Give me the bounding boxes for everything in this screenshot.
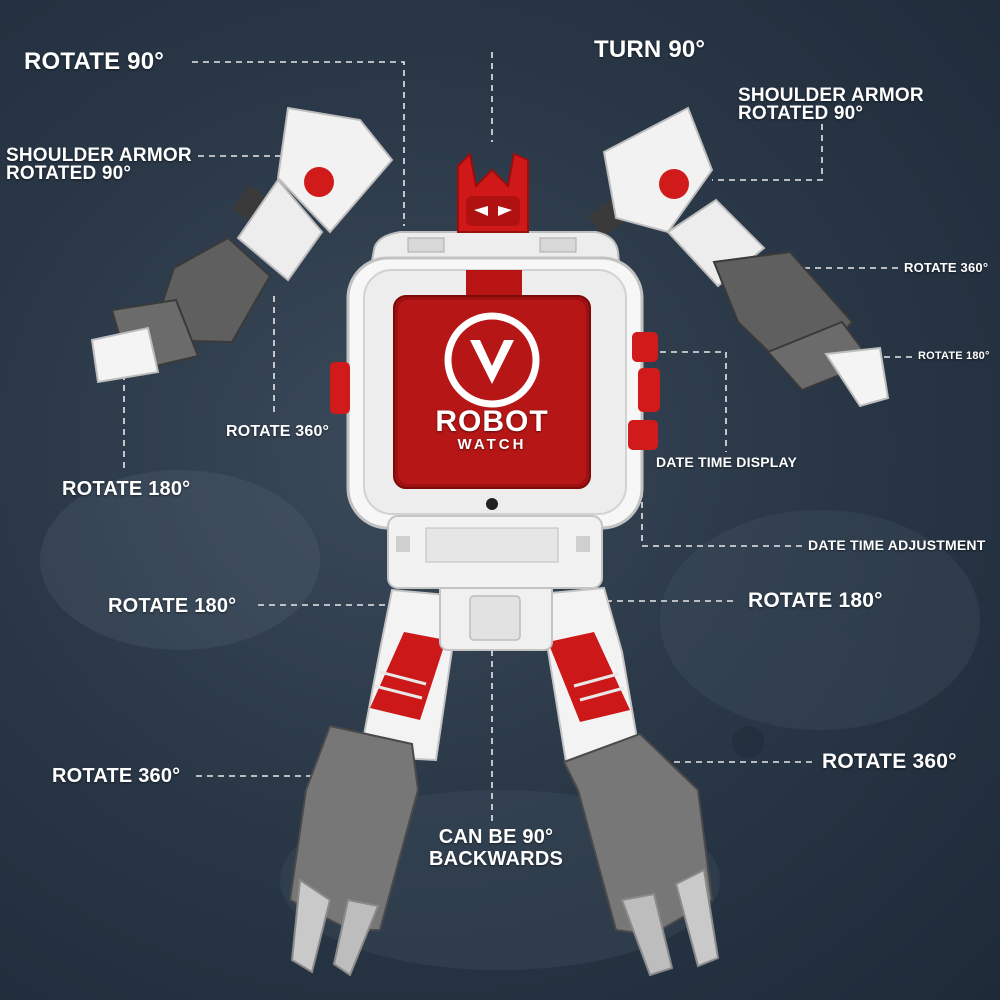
- left-crown-button: [330, 362, 350, 414]
- label-shoulder-left-line2: ROTATED 90°: [6, 163, 132, 184]
- line-shoulder-right: [712, 124, 823, 181]
- label-shoulder-right-line2: ROTATED 90°: [738, 103, 864, 124]
- watch-brand-line2: WATCH: [457, 436, 527, 453]
- label-date-time-display: DATE TIME DISPLAY: [656, 454, 798, 470]
- label-backwards-line1: CAN BE 90°: [438, 826, 554, 848]
- label-shoulder-left-line1: SHOULDER ARMOR: [6, 145, 192, 166]
- left-leg: [288, 588, 460, 977]
- label-rotate-360-right-leg: ROTATE 360°: [822, 750, 957, 773]
- right-arm: [588, 106, 890, 408]
- right-mid-button: [638, 368, 660, 412]
- left-shoulder-dot: [304, 167, 334, 197]
- label-rotate-90-top-left: ROTATE 90°: [24, 48, 165, 75]
- robot-head: [457, 151, 529, 233]
- label-rotate-360-left-arm: ROTATE 360°: [226, 423, 330, 440]
- pelvis: [439, 579, 553, 651]
- right-leg: [538, 586, 720, 977]
- emblem-mark: [470, 340, 514, 384]
- label-rotate-180-left-hip: ROTATE 180°: [108, 595, 237, 617]
- callout-lines: [123, 52, 912, 822]
- label-backwards-line2: BACKWARDS: [428, 848, 564, 870]
- label-rotate-180-left-hand: ROTATE 180°: [62, 478, 191, 500]
- label-date-time-adjustment: DATE TIME ADJUSTMENT: [808, 537, 986, 553]
- watch-brand-line1: ROBOT: [435, 405, 549, 438]
- label-rotate-180-right-hand: ROTATE 180°: [918, 350, 990, 362]
- right-shoulder-dot: [659, 169, 689, 199]
- right-bottom-button: [628, 420, 658, 450]
- line-date-time-adjustment: [641, 446, 802, 547]
- emblem-ring: [444, 312, 540, 408]
- background-clouds: [40, 470, 980, 970]
- label-rotate-180-right-hip: ROTATE 180°: [748, 589, 883, 612]
- label-rotate-360-left-leg: ROTATE 360°: [52, 765, 181, 787]
- right-top-button: [632, 332, 658, 362]
- line-rotate-90-top-left: [192, 61, 405, 226]
- label-shoulder-right-line1: SHOULDER ARMOR: [738, 85, 924, 106]
- label-rotate-360-right-arm: ROTATE 360°: [904, 260, 989, 275]
- label-turn-90: TURN 90°: [594, 36, 706, 63]
- left-arm: [90, 106, 394, 384]
- line-date-time-display: [660, 351, 727, 452]
- watch-body: [330, 231, 660, 589]
